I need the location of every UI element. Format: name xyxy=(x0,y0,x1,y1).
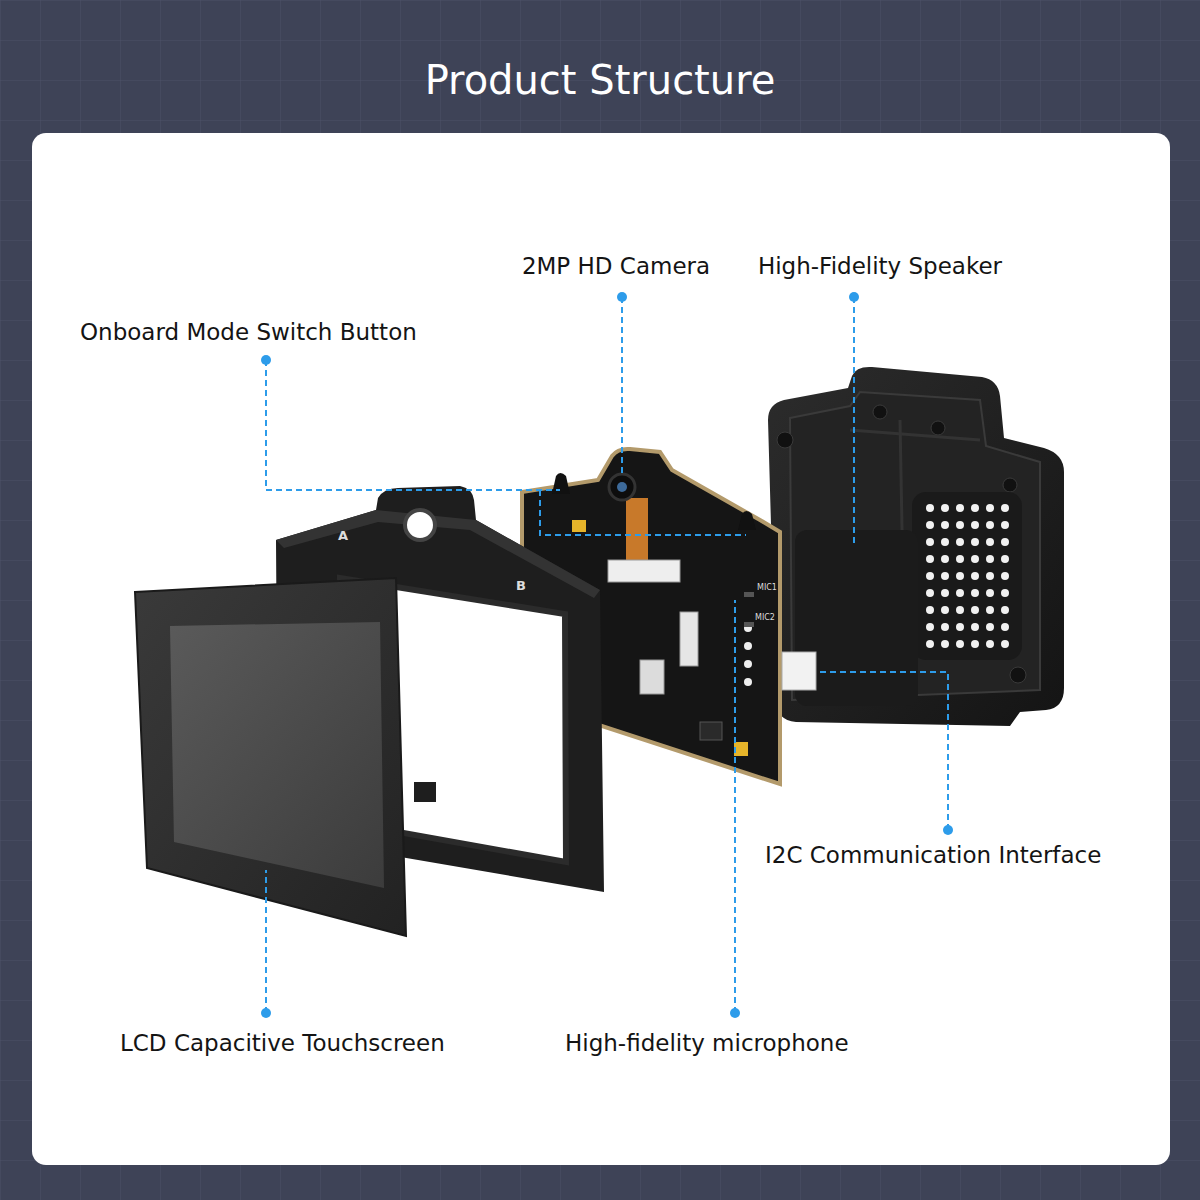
grille-hole xyxy=(926,572,934,580)
grille-hole xyxy=(971,504,979,512)
grille-hole xyxy=(971,606,979,614)
callout-label: Onboard Mode Switch Button xyxy=(80,319,417,347)
grille-hole xyxy=(926,589,934,597)
grille-hole xyxy=(956,572,964,580)
grille-hole xyxy=(986,623,994,631)
grille-hole xyxy=(956,538,964,546)
speaker-grille xyxy=(926,504,1009,648)
white-card xyxy=(32,133,1170,1165)
grille-hole xyxy=(956,521,964,529)
grille-hole xyxy=(986,572,994,580)
callout-label: 2MP HD Camera xyxy=(522,253,710,281)
silkscreen-text: MIC1 xyxy=(757,583,777,593)
grille-hole xyxy=(971,623,979,631)
grille-hole xyxy=(971,589,979,597)
grille-hole xyxy=(956,589,964,597)
grille-hole xyxy=(1001,640,1009,648)
grille-hole xyxy=(986,521,994,529)
grille-hole xyxy=(941,606,949,614)
grille-hole xyxy=(1001,538,1009,546)
grille-hole xyxy=(941,538,949,546)
grille-hole xyxy=(1001,623,1009,631)
grille-hole xyxy=(1001,521,1009,529)
grille-hole xyxy=(1001,606,1009,614)
grille-hole xyxy=(941,521,949,529)
grille-hole xyxy=(986,504,994,512)
grille-hole xyxy=(926,555,934,563)
page-title: Product Structure xyxy=(425,56,776,104)
callout-label: High-Fidelity Speaker xyxy=(758,253,1002,281)
grille-hole xyxy=(926,504,934,512)
grille-hole xyxy=(956,623,964,631)
grille-hole xyxy=(926,521,934,529)
grille-hole xyxy=(986,606,994,614)
grille-hole xyxy=(1001,589,1009,597)
grille-hole xyxy=(986,640,994,648)
lcd-panel xyxy=(135,578,406,936)
grille-hole xyxy=(971,555,979,563)
grille-hole xyxy=(986,555,994,563)
button-letter: A xyxy=(338,528,348,544)
grille-hole xyxy=(941,589,949,597)
grille-hole xyxy=(926,640,934,648)
grille-hole xyxy=(956,640,964,648)
grille-hole xyxy=(926,538,934,546)
grille-hole xyxy=(971,572,979,580)
grille-hole xyxy=(971,538,979,546)
grille-hole xyxy=(926,606,934,614)
callout-label: High-fidelity microphone xyxy=(565,1030,849,1058)
grille-hole xyxy=(971,640,979,648)
grille-hole xyxy=(956,504,964,512)
grille-hole xyxy=(956,606,964,614)
callout-label: LCD Capacitive Touchscreen xyxy=(120,1030,445,1058)
grille-hole xyxy=(926,623,934,631)
grille-hole xyxy=(986,538,994,546)
callout-label: I2C Communication Interface xyxy=(765,842,1101,870)
grille-hole xyxy=(941,572,949,580)
grille-hole xyxy=(1001,572,1009,580)
grille-hole xyxy=(956,555,964,563)
grille-hole xyxy=(1001,555,1009,563)
grille-hole xyxy=(941,623,949,631)
silkscreen-text: MIC2 xyxy=(755,613,775,623)
grille-hole xyxy=(941,640,949,648)
grille-hole xyxy=(1001,504,1009,512)
leader-lines xyxy=(266,297,948,1013)
grille-hole xyxy=(941,555,949,563)
button-letter: B xyxy=(516,578,526,594)
leader-dots xyxy=(261,292,953,1018)
grille-hole xyxy=(971,521,979,529)
grille-hole xyxy=(941,504,949,512)
grille-hole xyxy=(986,589,994,597)
